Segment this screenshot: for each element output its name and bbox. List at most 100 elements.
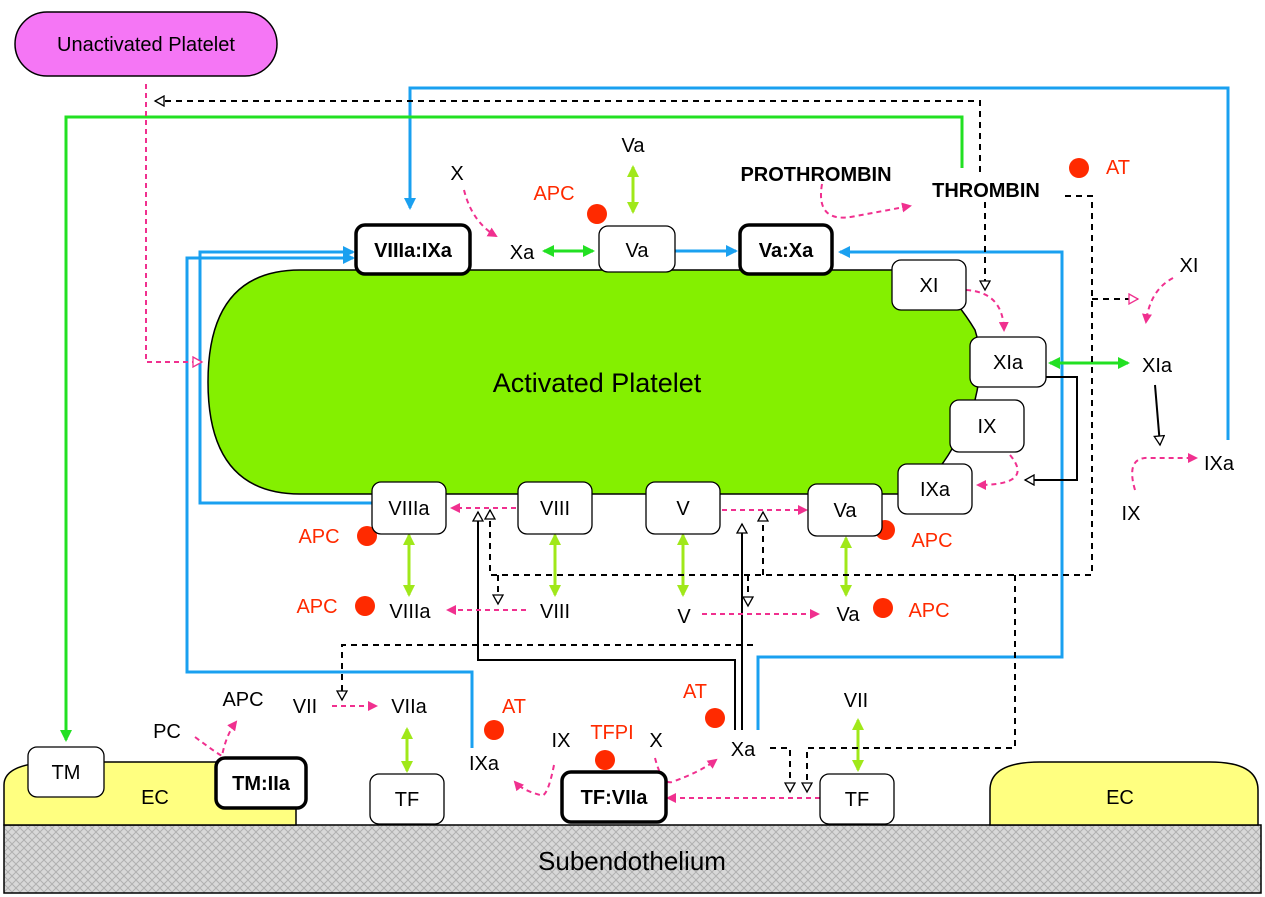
apc-viiia-dot — [357, 526, 377, 546]
va-box — [807, 483, 883, 537]
xa-top-label: Xa — [510, 242, 535, 264]
ix-label: IX — [978, 416, 997, 438]
vii-right-label: VII — [844, 690, 868, 712]
blue-ixa-to-viiia-ixa — [404, 86, 1230, 440]
thrombin-feedback-lines — [155, 101, 1138, 792]
pink-ix-to-ixa — [976, 454, 1019, 490]
x-top-label: X — [450, 163, 463, 185]
subendothelium-label: Subendothelium — [538, 846, 726, 876]
ec-left-label: EC — [141, 787, 169, 809]
tf-right-box — [819, 773, 895, 825]
viia-left-label: VIIa — [391, 696, 427, 718]
viii-box-label: VIII — [540, 498, 570, 520]
dashed-to-tf-right — [807, 575, 1016, 792]
unactivated-platelet — [14, 11, 278, 77]
factor-boxes — [27, 223, 1047, 825]
at-top-label: AT — [1106, 157, 1130, 179]
viiia-box-label: VIIIa — [388, 498, 430, 520]
pink-ix-to-ixa-bottom — [513, 764, 555, 797]
viiia-ixa-box — [354, 223, 472, 276]
pink-xi-right-to-xia — [1142, 277, 1174, 324]
dashed-xa-to-tf — [770, 747, 790, 792]
subendothelium-layer — [3, 824, 1262, 894]
pink-unactivated-to-activated — [145, 84, 202, 362]
apc-va-label: APC — [911, 530, 952, 552]
pink-ix-right-to-ixa — [1131, 453, 1198, 491]
ixa-box-label: IXa — [920, 479, 951, 501]
tm-iia-box — [214, 756, 308, 810]
tm-label: TM — [52, 762, 81, 784]
apc-viiia-low-label: APC — [296, 596, 337, 618]
viiia-low-label: VIIIa — [389, 601, 431, 623]
at-mid-label: AT — [683, 681, 707, 703]
at-top-dot — [1069, 158, 1089, 178]
xi-label: XI — [920, 275, 939, 297]
pink-prothrombin-to-thrombin — [820, 183, 912, 219]
pink-xi-to-xia — [965, 289, 1009, 332]
tf-right-label: TF — [845, 789, 869, 811]
apc-bottom-label: APC — [222, 689, 263, 711]
ix-right-label: IX — [1122, 503, 1141, 525]
pc-label: PC — [153, 721, 181, 743]
viii-box — [517, 481, 593, 535]
box-labels: VIIIa:IXa Va:Xa Va XI XIa IX IXa VIIIa V… — [52, 240, 1024, 811]
solid-xia-to-ix — [1025, 376, 1078, 480]
va-upper-label: Va — [622, 135, 646, 157]
tf-viia-label: TF:VIIa — [581, 787, 649, 809]
apc-viiia-low-dot — [355, 596, 375, 616]
xia-right-label: XIa — [1142, 355, 1173, 377]
viiia-ixa-label: VIIIa:IXa — [374, 240, 453, 262]
pink-x-to-xa — [463, 189, 498, 238]
ix-bottom-label: IX — [552, 730, 571, 752]
apc-top-label: APC — [533, 183, 574, 205]
va-top-label: Va — [626, 240, 650, 262]
blue-viiia-to-complex — [198, 246, 372, 505]
tf-viia-box — [560, 770, 668, 824]
dashed-thrombin-to-platelet — [155, 101, 981, 172]
tfpi-label: TFPI — [590, 722, 633, 744]
vii-left-label: VII — [293, 696, 317, 718]
unactivated-platelet-label: Unactivated Platelet — [57, 34, 235, 56]
va-xa-box — [738, 223, 834, 276]
green-thrombin-to-tm — [60, 115, 964, 742]
xa-bottom-label: Xa — [731, 739, 756, 761]
at-left-label: AT — [502, 696, 526, 718]
inhibitor-dots — [355, 158, 1089, 770]
va-xa-label: Va:Xa — [759, 240, 814, 262]
blue-feedback-lines — [185, 86, 1230, 748]
apc-va-low-dot — [873, 598, 893, 618]
lime-lines — [401, 165, 864, 773]
tm-box — [27, 746, 105, 798]
apc-top-dot — [587, 204, 607, 224]
dashed-to-vii — [342, 644, 753, 700]
va-top-box — [598, 225, 676, 273]
blue-ixa-bottom-to-complex — [185, 252, 474, 748]
ixa-box — [897, 463, 973, 515]
thrombin-label: THROMBIN — [932, 180, 1040, 202]
at-mid-dot — [705, 708, 725, 728]
ixa-bottom-label: IXa — [469, 753, 500, 775]
apc-viiia-label: APC — [298, 526, 339, 548]
solid-black-lines — [478, 376, 1160, 730]
solid-xa-to-viii — [478, 512, 736, 730]
green-lines — [60, 115, 1130, 742]
v-box — [645, 481, 721, 535]
xi-box — [891, 259, 967, 311]
tf-left-label: TF — [395, 789, 419, 811]
solid-xia-to-ixa — [1155, 384, 1160, 445]
prothrombin-label: PROTHROMBIN — [740, 164, 891, 186]
va-low-label: Va — [837, 604, 861, 626]
ix-box — [949, 399, 1025, 453]
viii-low-label: VIII — [540, 601, 570, 623]
pink-pc-to-apc — [194, 720, 238, 758]
xia-label: XIa — [993, 352, 1024, 374]
va-box-label: Va — [834, 500, 858, 522]
apc-va-low-label: APC — [908, 600, 949, 622]
v-box-label: V — [676, 498, 690, 520]
blue-xa-to-va-xa — [756, 246, 1064, 730]
xia-box — [969, 336, 1047, 388]
xi-right-label: XI — [1180, 255, 1199, 277]
inhibitor-labels: APC AT APC APC APC APC AT TFPI AT — [296, 157, 1130, 744]
tf-left-box — [369, 773, 445, 825]
